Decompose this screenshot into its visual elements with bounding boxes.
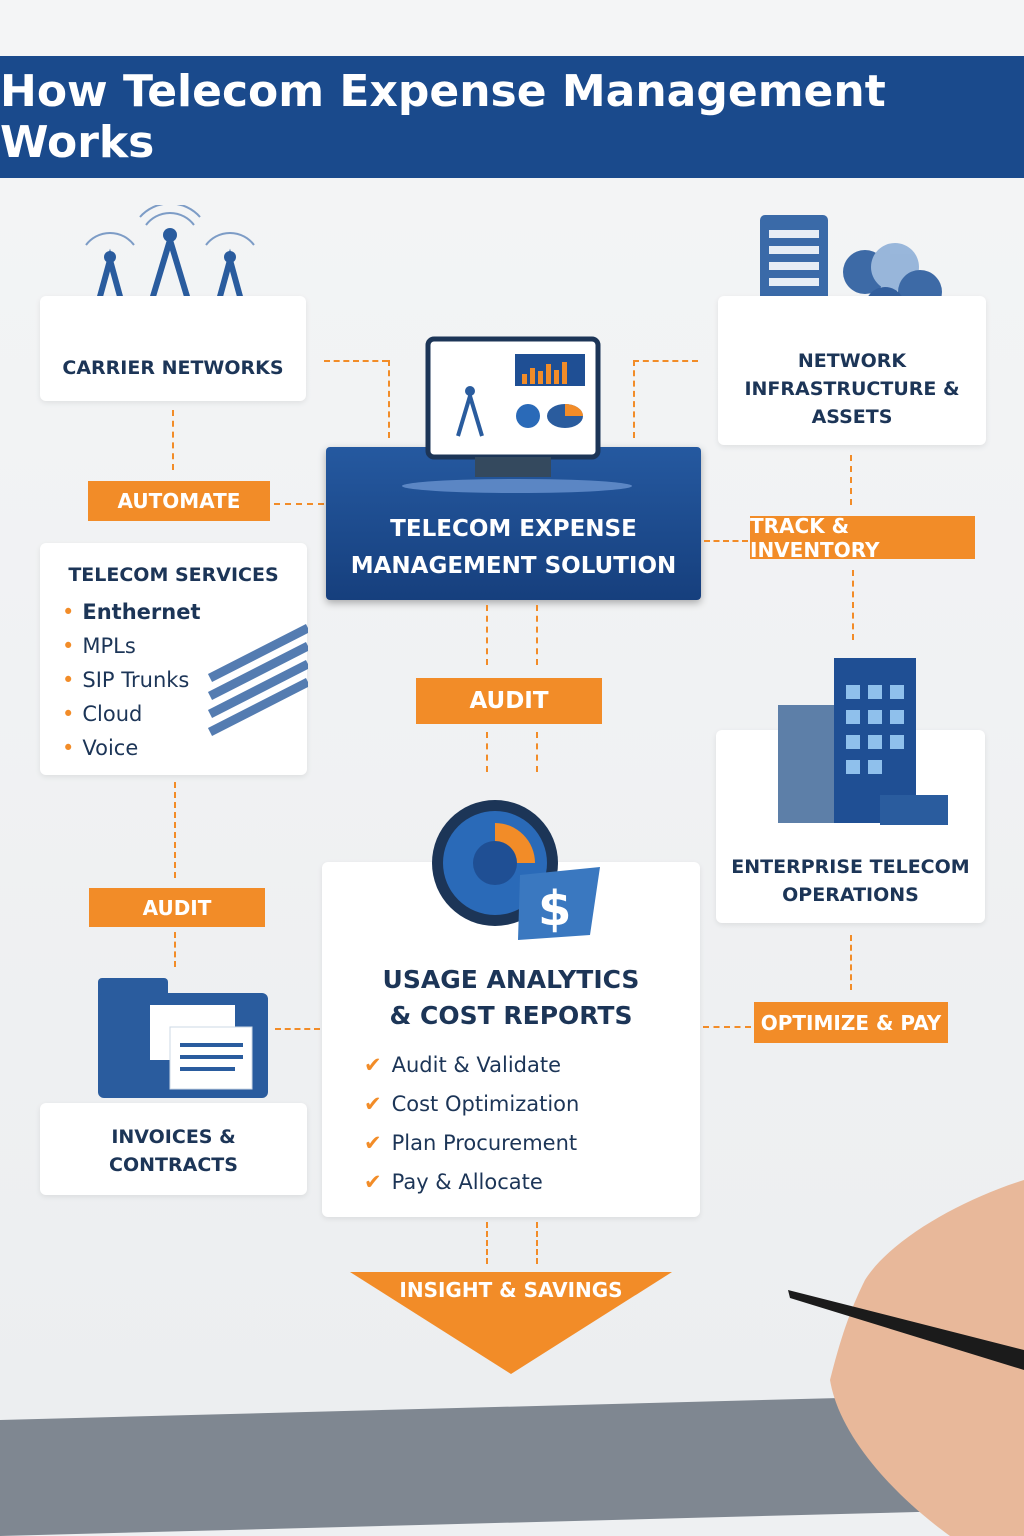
carrier-networks-card: CARRIER NETWORKS bbox=[40, 296, 306, 401]
enterprise-label-line: OPERATIONS bbox=[782, 884, 919, 906]
insight-savings-label: INSIGHT & SAVINGS bbox=[399, 1278, 623, 1302]
analytics-dollar-icon: $ bbox=[432, 800, 600, 940]
network-cables-icon bbox=[207, 623, 308, 737]
tem-solution-subtitle: MANAGEMENT SOLUTION bbox=[350, 553, 677, 579]
monitor-dashboard-icon bbox=[402, 336, 632, 493]
telecom-services-title: TELECOM SERVICES bbox=[68, 564, 279, 586]
network-label-line: ASSETS bbox=[811, 406, 893, 428]
list-item: •Enthernet bbox=[62, 600, 201, 624]
connector-arrow bbox=[486, 1222, 488, 1264]
list-item: •SIP Trunks bbox=[62, 668, 190, 692]
connector-arrow bbox=[850, 455, 852, 505]
connector-arrow bbox=[274, 503, 324, 505]
telecom-services-card: TELECOM SERVICES •Enthernet •MPLs •SIP T… bbox=[40, 543, 308, 775]
audit-center-badge: AUDIT bbox=[416, 678, 602, 724]
hand-pen-illustration bbox=[788, 1180, 1024, 1536]
connector-arrow bbox=[174, 932, 176, 967]
connector-arrow bbox=[486, 732, 488, 772]
connector-arrow bbox=[174, 782, 176, 878]
list-item: ✔Cost Optimization bbox=[364, 1092, 580, 1116]
network-label-line: INFRASTRUCTURE & bbox=[744, 378, 960, 400]
invoices-contracts-card: INVOICES & CONTRACTS bbox=[40, 1103, 307, 1195]
connector-arrow bbox=[704, 540, 748, 542]
connector-arrow bbox=[536, 1222, 538, 1264]
svg-text:$: $ bbox=[538, 881, 571, 937]
carrier-networks-label: CARRIER NETWORKS bbox=[62, 357, 284, 379]
invoices-label-line: INVOICES & bbox=[111, 1126, 236, 1148]
list-item: ✔Audit & Validate bbox=[364, 1053, 562, 1077]
automate-badge: AUTOMATE bbox=[88, 481, 270, 521]
connector-arrow bbox=[536, 605, 538, 665]
connector-arrow bbox=[703, 1026, 751, 1028]
connector-arrow bbox=[852, 570, 854, 640]
connector-arrow bbox=[275, 1028, 320, 1030]
track-inventory-badge: TRACK & INVENTORY bbox=[750, 514, 975, 562]
connector-arrow bbox=[486, 605, 488, 665]
analytics-list: ✔Audit & Validate ✔Cost Optimization ✔Pl… bbox=[364, 1046, 700, 1202]
list-item: •Cloud bbox=[62, 702, 143, 726]
connector-arrow bbox=[633, 360, 635, 438]
office-building-icon bbox=[778, 658, 948, 825]
optimize-pay-badge: OPTIMIZE & PAY bbox=[754, 1002, 948, 1043]
connector-arrow bbox=[172, 410, 174, 470]
analytics-title: USAGE ANALYTICS bbox=[382, 965, 640, 994]
audit-left-badge: AUDIT bbox=[89, 888, 265, 927]
services-list: •Enthernet •MPLs •SIP Trunks •Cloud •Voi… bbox=[62, 595, 307, 765]
network-label-line: NETWORK bbox=[797, 350, 907, 372]
list-item: •MPLs bbox=[62, 634, 136, 658]
tem-solution-title: TELECOM EXPENSE bbox=[390, 516, 637, 542]
folder-documents-icon bbox=[98, 978, 268, 1098]
enterprise-label-line: ENTERPRISE TELECOM bbox=[731, 856, 970, 878]
analytics-subtitle: & COST REPORTS bbox=[389, 1001, 633, 1030]
list-item: •Voice bbox=[62, 736, 139, 760]
connector-arrow bbox=[324, 360, 388, 362]
insight-arrow-shape bbox=[350, 1272, 672, 1374]
page-title: How Telecom Expense Management Works bbox=[0, 56, 1024, 178]
list-item: ✔Plan Procurement bbox=[364, 1131, 578, 1155]
network-infrastructure-card: NETWORK INFRASTRUCTURE & ASSETS bbox=[718, 296, 986, 445]
connector-arrow bbox=[388, 360, 390, 438]
connector-arrow bbox=[850, 935, 852, 990]
connector-arrow bbox=[536, 732, 538, 772]
list-item: ✔Pay & Allocate bbox=[364, 1170, 543, 1194]
invoices-label-line: CONTRACTS bbox=[109, 1154, 238, 1176]
connector-arrow bbox=[633, 360, 698, 362]
